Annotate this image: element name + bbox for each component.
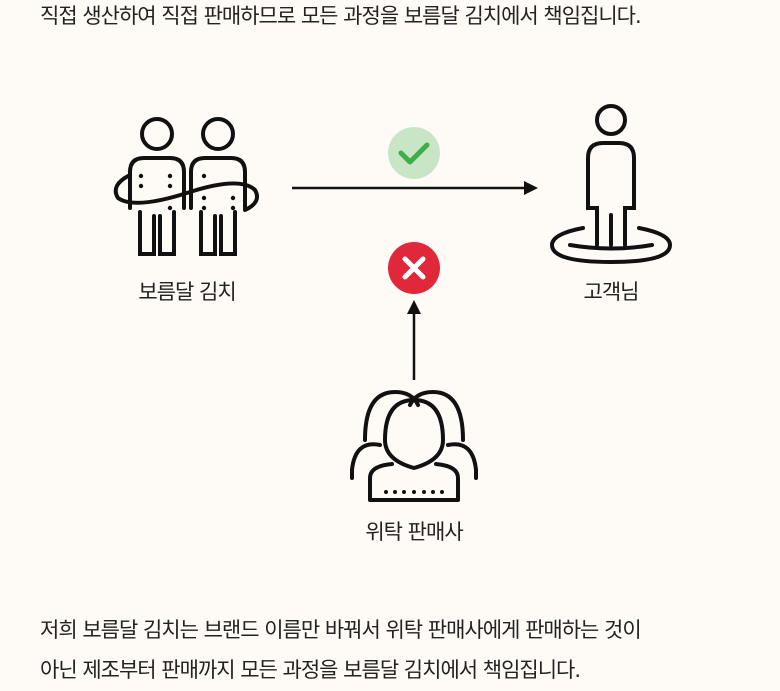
brand-label: 보름달 김치 [138, 280, 236, 304]
cross-icon [388, 242, 440, 294]
arrow-from-reseller [407, 300, 421, 380]
body-line-2: 아닌 제조부터 판매까지 모든 과정을 보름달 김치에서 책임집니다. [40, 658, 581, 682]
check-icon [388, 127, 440, 179]
brand-icon-dots [138, 173, 236, 211]
brand-icon [113, 117, 259, 256]
reseller-label: 위탁 판매사 [365, 520, 463, 544]
arrow-to-customer [292, 181, 538, 195]
reseller-icon-dots [384, 490, 444, 494]
intro-text: 직접 생산하여 직접 판매하므로 모든 과정을 보름달 김치에서 책임집니다. [40, 4, 642, 28]
customer-label: 고객님 [583, 280, 640, 304]
body-line-1: 저희 보름달 김치는 브랜드 이름만 바꿔서 위탁 판매사에게 판매하는 것이 [40, 618, 642, 642]
customer-icon [549, 104, 673, 265]
reseller-icon [350, 389, 478, 502]
